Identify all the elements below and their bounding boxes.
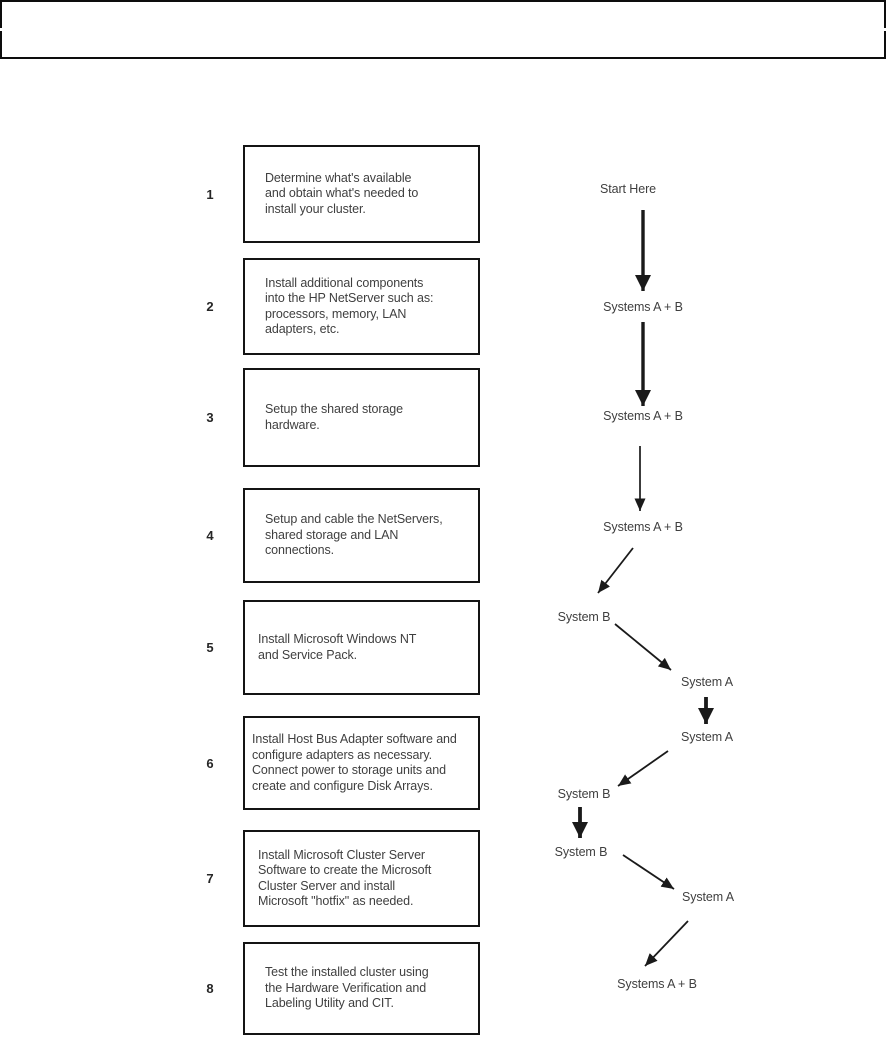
arrow-sysa-to-sysb2 — [617, 750, 669, 787]
flow-node: Systems A + B — [603, 520, 683, 534]
step-row-1: 1 Determine what's available and obtain … — [192, 145, 480, 243]
step-box: Install Host Bus Adapter software and co… — [243, 716, 480, 810]
step-text: Install Host Bus Adapter software and co… — [252, 732, 457, 793]
flow-node: System A — [681, 675, 733, 689]
flow-node: Systems A + B — [603, 409, 683, 423]
step-row-5: 5 Install Microsoft Windows NT and Servi… — [192, 600, 480, 695]
step-text: Setup and cable the NetServers, shared s… — [265, 512, 443, 558]
step-text: Determine what's available and obtain wh… — [265, 170, 419, 216]
flow-node: Systems A + B — [603, 300, 683, 314]
step-number: 8 — [206, 981, 214, 996]
header-table-row-bottom — [0, 31, 886, 59]
flow-node: System B — [554, 845, 608, 859]
step-row-4: 4 Setup and cable the NetServers, shared… — [192, 488, 480, 583]
step-number: 2 — [206, 299, 214, 314]
step-number: 1 — [206, 186, 214, 202]
step-box: Setup the shared storage hardware. — [243, 368, 480, 467]
step-number: 7 — [206, 871, 214, 886]
step-box: Determine what's available and obtain wh… — [243, 145, 480, 243]
step-box: Test the installed cluster using the Har… — [243, 942, 480, 1035]
step-box: Install Microsoft Windows NT and Service… — [243, 600, 480, 695]
step-text: Install Microsoft Windows NT and Service… — [258, 632, 417, 662]
step-text: Install Microsoft Cluster Server Softwar… — [258, 847, 432, 909]
step-row-3: 3 Setup the shared storage hardware. — [192, 368, 480, 467]
step-row-8: 8 Test the installed cluster using the H… — [192, 942, 480, 1035]
flow-start-label: Start Here — [600, 182, 656, 196]
step-box: Install Microsoft Cluster Server Softwar… — [243, 830, 480, 927]
step-row-6: 6 Install Host Bus Adapter software and … — [192, 716, 480, 810]
header-table-row-top — [0, 0, 886, 28]
arrow-sysa2-to-ab4 — [644, 920, 689, 967]
flow-node: Systems A + B — [617, 977, 697, 991]
step-text: Setup the shared storage hardware. — [265, 402, 403, 432]
flow-node: System B — [557, 610, 611, 624]
arrow-ab3-to-sysb — [597, 547, 634, 594]
step-box: Setup and cable the NetServers, shared s… — [243, 488, 480, 583]
flow-node: System A — [681, 730, 733, 744]
step-box: Install additional components into the H… — [243, 258, 480, 355]
flow-node: System A — [682, 890, 734, 904]
step-number: 6 — [206, 755, 214, 771]
step-number: 5 — [206, 640, 214, 655]
flow-node: System B — [557, 787, 611, 801]
step-number: 4 — [206, 528, 214, 543]
step-row-2: 2 Install additional components into the… — [192, 258, 480, 355]
step-text: Install additional components into the H… — [265, 275, 434, 337]
step-number: 3 — [206, 410, 214, 425]
step-row-7: 7 Install Microsoft Cluster Server Softw… — [192, 830, 480, 927]
arrow-sysb-to-sysa — [614, 623, 672, 671]
step-text: Test the installed cluster using the Har… — [265, 965, 429, 1011]
arrow-sysb3-to-sysa2 — [622, 854, 675, 890]
